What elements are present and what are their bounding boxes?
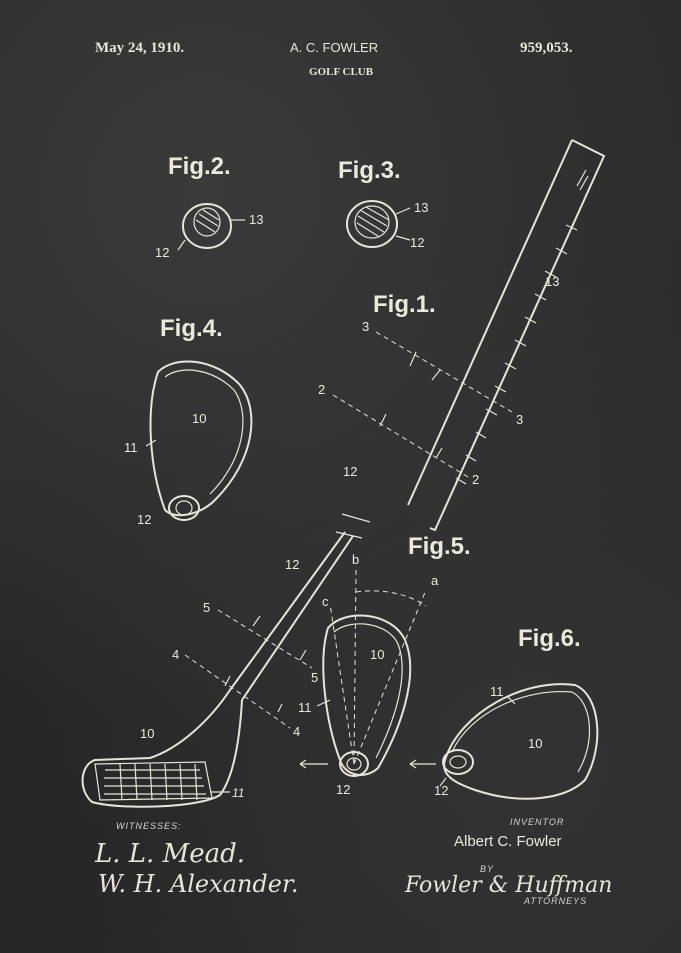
fig4-label: Fig.4. bbox=[160, 315, 223, 342]
fig6-label: Fig.6. bbox=[518, 625, 581, 652]
fig1-label: Fig.1. bbox=[373, 291, 436, 318]
patent-number: 959,053. bbox=[520, 40, 573, 56]
fig6-drawing bbox=[439, 683, 599, 800]
fig5-label-11: 11 bbox=[298, 700, 312, 715]
patent-subject: GOLF CLUB bbox=[309, 66, 374, 78]
fig5-label-10: 10 bbox=[370, 647, 384, 662]
witnesses-caption: WITNESSES: bbox=[116, 821, 182, 831]
attorney-signature: Fowler & Huffman bbox=[404, 873, 612, 898]
fig5-label-12: 12 bbox=[336, 782, 350, 797]
section-label-4b: 4 bbox=[293, 724, 300, 739]
section-label-4a: 4 bbox=[172, 647, 179, 662]
fig2-drawing bbox=[177, 203, 245, 251]
section-label-5a: 5 bbox=[203, 600, 210, 615]
fig3-drawing bbox=[346, 200, 411, 248]
attorneys-caption: ATTORNEYS bbox=[523, 896, 587, 906]
fig2-label-12: 12 bbox=[155, 245, 169, 260]
fig5-label-a: a bbox=[431, 573, 439, 588]
fig1-club-drawing bbox=[81, 139, 606, 808]
section-label-3a: 3 bbox=[362, 319, 369, 334]
fig3-label-13: 13 bbox=[414, 200, 428, 215]
fig1-label-13: 13 bbox=[545, 274, 559, 289]
fig6-label-11: 11 bbox=[490, 684, 504, 699]
fig4-label-10: 10 bbox=[192, 411, 206, 426]
fig2-label: Fig.2. bbox=[168, 153, 231, 180]
inventor-header: A. C. FOWLER bbox=[290, 40, 379, 55]
fig5-label-c: c bbox=[322, 594, 329, 609]
fig2-label-13: 13 bbox=[249, 212, 263, 227]
section-label-5b: 5 bbox=[311, 670, 318, 685]
witness-signature-1: L. L. Mead. bbox=[94, 839, 245, 869]
fig6-label-12: 12 bbox=[434, 783, 448, 798]
fig1-label-12b: 12 bbox=[285, 557, 299, 572]
inventor-full-name: Albert C. Fowler bbox=[454, 833, 562, 850]
fig5-label-b: b bbox=[352, 552, 359, 567]
fig1-label-11: 11 bbox=[232, 786, 244, 800]
fig4-label-12: 12 bbox=[137, 512, 151, 527]
inventor-caption: INVENTOR bbox=[510, 817, 564, 827]
patent-date: May 24, 1910. bbox=[95, 40, 185, 56]
fig1-label-10: 10 bbox=[140, 726, 154, 741]
by-caption: BY bbox=[480, 864, 494, 874]
fig5-drawing bbox=[299, 569, 436, 777]
section-label-2b: 2 bbox=[472, 472, 479, 487]
section-label-3b: 3 bbox=[516, 412, 523, 427]
fig3-label: Fig.3. bbox=[338, 157, 401, 184]
fig4-drawing bbox=[145, 360, 253, 521]
fig5-label: Fig.5. bbox=[408, 533, 471, 560]
fig1-label-12a: 12 bbox=[343, 464, 357, 479]
fig4-label-11: 11 bbox=[124, 440, 138, 455]
section-label-2a: 2 bbox=[318, 382, 325, 397]
fig6-label-10: 10 bbox=[528, 736, 542, 751]
section-lines bbox=[184, 331, 513, 729]
fig3-label-12: 12 bbox=[410, 235, 424, 250]
witness-signature-2: W. H. Alexander. bbox=[98, 870, 298, 898]
